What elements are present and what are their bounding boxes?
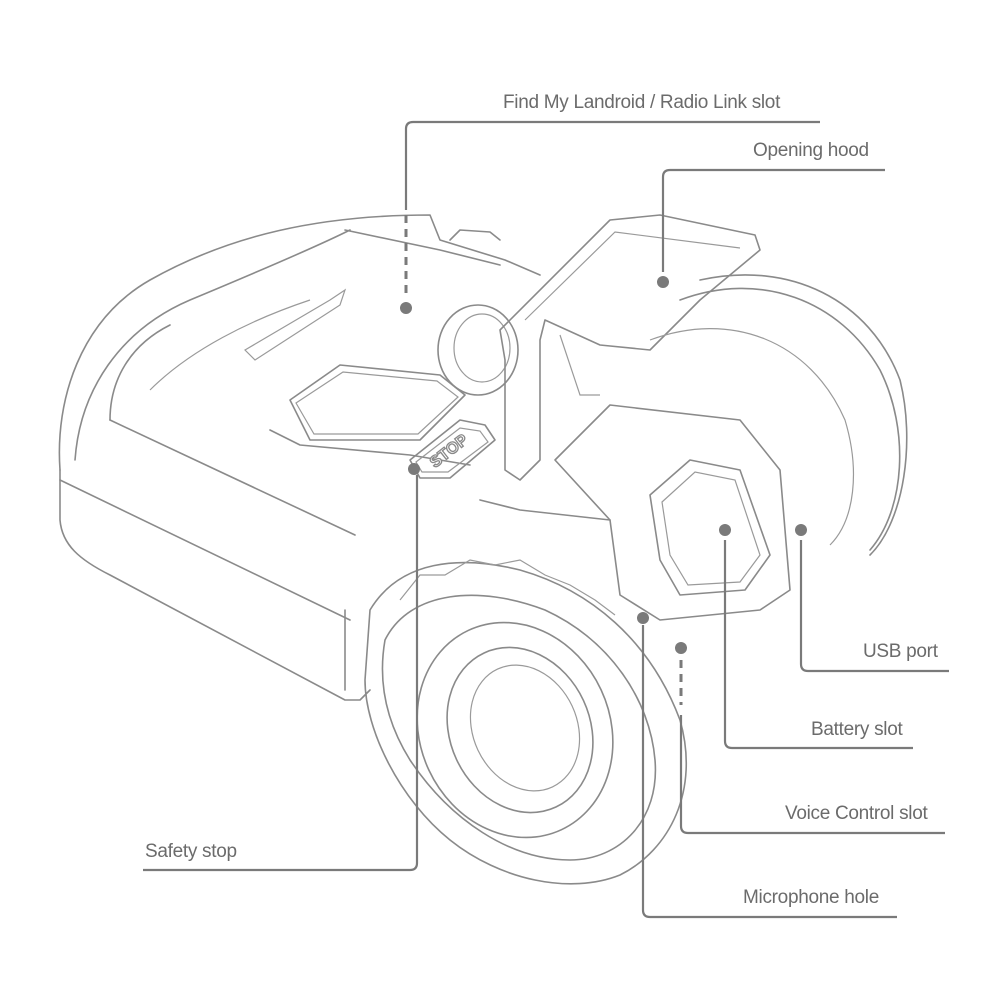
label-microphone-hole: Microphone hole — [743, 887, 879, 908]
leader-microphone-hole — [641, 625, 897, 919]
leader-usb-port — [799, 540, 949, 673]
front-wheel — [364, 559, 688, 885]
mower-body — [58, 214, 541, 701]
leader-battery-slot — [723, 540, 913, 750]
leader-opening-hood — [661, 168, 885, 272]
battery-housing — [479, 404, 791, 621]
leader-safety-stop — [143, 475, 419, 872]
label-usb-port: USB port — [863, 641, 938, 662]
label-opening-hood: Opening hood — [753, 140, 869, 161]
radio-link-ring — [437, 304, 519, 396]
label-find-my-landroid: Find My Landroid / Radio Link slot — [503, 92, 781, 113]
leader-lines — [143, 120, 949, 919]
opening-hood-shape — [499, 214, 761, 481]
stop-button: STOP — [409, 419, 496, 479]
control-panel — [269, 364, 471, 466]
label-safety-stop: Safety stop — [145, 841, 237, 862]
label-voice-control-slot: Voice Control slot — [785, 803, 928, 824]
label-battery-slot: Battery slot — [811, 719, 903, 740]
leader-voice-control-slot — [679, 715, 945, 835]
rear-wheel — [649, 274, 908, 556]
leader-find-my-landroid — [404, 120, 820, 210]
